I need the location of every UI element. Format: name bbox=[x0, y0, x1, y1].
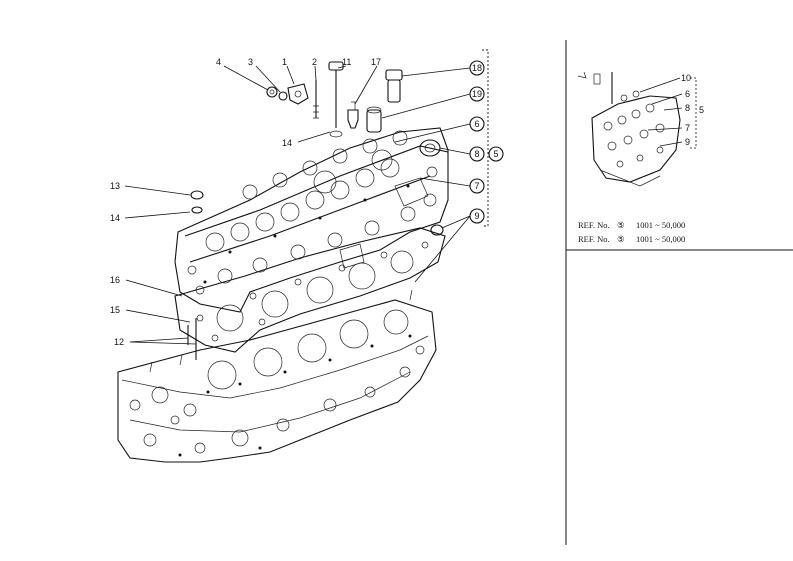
callout-2: 2 bbox=[312, 57, 317, 67]
svg-text:6: 6 bbox=[474, 119, 479, 129]
callout-19-circled: 19 bbox=[469, 86, 485, 102]
inset-callout-5: 5 bbox=[699, 105, 704, 115]
svg-text:18: 18 bbox=[472, 63, 482, 73]
svg-text:9: 9 bbox=[474, 211, 479, 221]
head-gasket-illustration bbox=[174, 227, 446, 353]
callout-13: 13 bbox=[110, 181, 120, 191]
inset-callout-10: 10 bbox=[681, 73, 691, 83]
inset-callout-9: 9 bbox=[685, 137, 690, 147]
callout-11: 11 bbox=[342, 57, 351, 67]
ref-line-1-label: REF. No. bbox=[578, 220, 610, 230]
ref-line-2-circled: ⑤ bbox=[617, 234, 625, 244]
callout-14-lower: 14 bbox=[110, 213, 120, 223]
svg-text:8: 8 bbox=[474, 149, 479, 159]
callout-15: 15 bbox=[110, 305, 120, 315]
reference-block: REF. No. ⑤ 1001 ~ 50,000 REF. No. ⑤ 1001… bbox=[578, 220, 685, 244]
callout-4: 4 bbox=[216, 57, 221, 67]
inset-callout-7: 7 bbox=[685, 123, 690, 133]
cylinder-head-illustration bbox=[174, 127, 449, 313]
callout-3: 3 bbox=[248, 57, 253, 67]
callout-14-upper: 14 bbox=[282, 138, 292, 148]
inset-group-bracket bbox=[690, 77, 697, 149]
inset-leader-lines bbox=[639, 77, 683, 147]
svg-text:19: 19 bbox=[472, 89, 482, 99]
engine-block-illustration bbox=[117, 289, 437, 463]
callout-16: 16 bbox=[110, 275, 120, 285]
svg-text:5: 5 bbox=[493, 149, 498, 159]
callout-5-circled: 5 bbox=[488, 146, 504, 162]
callouts-inset: 10 6 8 5 7 9 bbox=[681, 73, 704, 147]
callout-18-circled: 18 bbox=[469, 60, 485, 76]
svg-text:7: 7 bbox=[474, 181, 479, 191]
callout-6-circled: 6 bbox=[469, 116, 485, 132]
callout-12: 12 bbox=[114, 337, 124, 347]
inset-illustration bbox=[577, 71, 681, 187]
callout-7-circled: 7 bbox=[469, 178, 485, 194]
callouts-main: 4 3 1 2 11 17 18 19 6 8 5 7 bbox=[110, 57, 504, 347]
inset-callout-6: 6 bbox=[685, 89, 690, 99]
ref-line-1-circled: ⑤ bbox=[617, 220, 625, 230]
ref-line-2-range: 1001 ~ 50,000 bbox=[636, 234, 685, 244]
ref-line-1-range: 1001 ~ 50,000 bbox=[636, 220, 685, 230]
callout-17: 17 bbox=[371, 57, 381, 67]
group-bracket bbox=[482, 49, 489, 227]
small-parts-illustration bbox=[187, 61, 444, 360]
inset-callout-8: 8 bbox=[685, 103, 690, 113]
callout-8-circled: 8 bbox=[469, 146, 485, 162]
callout-9-circled: 9 bbox=[469, 208, 485, 224]
leader-lines bbox=[124, 65, 471, 345]
callout-1: 1 bbox=[282, 57, 287, 67]
ref-line-2-label: REF. No. bbox=[578, 234, 610, 244]
